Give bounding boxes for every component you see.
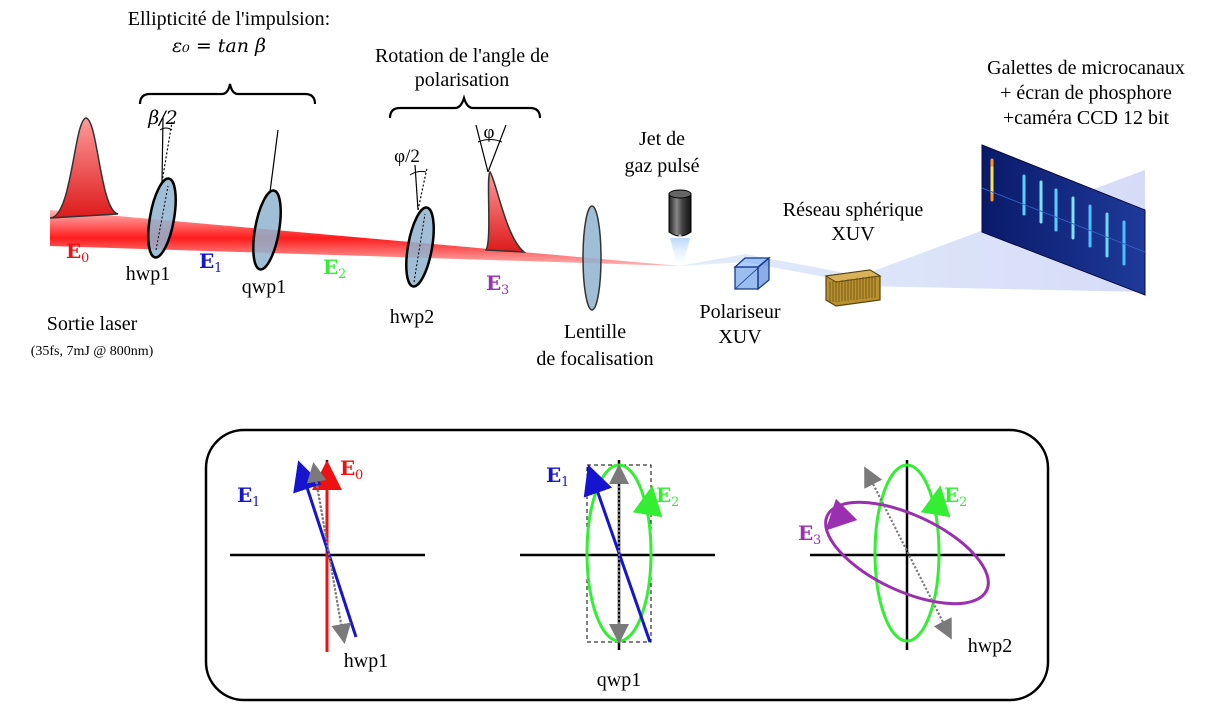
input-pulse bbox=[49, 117, 119, 219]
panel3-hwp2-label: hwp2 bbox=[968, 635, 1012, 657]
panel2-e1-label: E bbox=[546, 463, 561, 487]
xuv-polarizer-cube bbox=[733, 256, 771, 291]
svg-text:E: E bbox=[486, 271, 501, 295]
phi-half-label: φ/2 bbox=[394, 146, 420, 167]
beta-half-label: β/2 bbox=[147, 107, 177, 129]
hwp2-label: hwp2 bbox=[390, 306, 434, 328]
qwp1-label: qwp1 bbox=[242, 276, 286, 298]
panel1-e0-label: E bbox=[340, 456, 355, 480]
field-label-e0: E 0 bbox=[66, 239, 89, 266]
svg-text:E: E bbox=[66, 239, 81, 263]
panel1-hwp1-label: hwp1 bbox=[344, 650, 388, 672]
ellipticity-title: Ellipticité de l'impulsion: bbox=[128, 8, 330, 30]
field-label-e2: E 2 bbox=[323, 255, 346, 282]
laser-specs-label: (35fs, 7mJ @ 800nm) bbox=[31, 344, 154, 359]
polarizer-label-line1: Polariseur bbox=[699, 301, 780, 323]
qwp1-waveplate bbox=[252, 129, 282, 271]
mcp-label-line2: + écran de phosphore bbox=[1000, 82, 1172, 104]
svg-text:1: 1 bbox=[214, 261, 222, 276]
panel3-e3-sub: 3 bbox=[813, 533, 821, 548]
grating-label-line2: XUV bbox=[831, 223, 875, 245]
gas-jet-nozzle bbox=[668, 189, 692, 262]
lens-label-line1: Lentille bbox=[564, 321, 626, 343]
detector-screen bbox=[981, 144, 1146, 296]
ellipticity-brace bbox=[138, 83, 317, 105]
e3-pulse bbox=[484, 170, 527, 253]
polarization-panel bbox=[204, 428, 1050, 702]
rotation-title-line1: Rotation de l'angle de bbox=[375, 45, 549, 67]
svg-text:0: 0 bbox=[81, 251, 89, 266]
hwp2-waveplate bbox=[405, 164, 435, 288]
panel1-e1-label: E bbox=[237, 483, 252, 507]
panel1-e0-sub: 0 bbox=[355, 468, 363, 483]
ellipticity-formula: ε₀ = tan β bbox=[172, 35, 266, 57]
svg-text:3: 3 bbox=[501, 283, 509, 298]
focusing-lens bbox=[582, 205, 602, 311]
panel3-e3-label: E bbox=[798, 521, 813, 545]
gas-jet-label-line1: Jet de bbox=[639, 128, 685, 150]
gas-jet-label-line2: gaz pulsé bbox=[625, 155, 700, 177]
panel2-e2-sub: 2 bbox=[671, 495, 679, 510]
rotation-brace bbox=[388, 94, 542, 119]
panel-hwp2 bbox=[810, 460, 1005, 650]
hwp1-label: hwp1 bbox=[126, 263, 170, 285]
svg-text:2: 2 bbox=[338, 267, 346, 282]
panel2-e2-label: E bbox=[656, 483, 671, 507]
panel-hwp1 bbox=[230, 460, 425, 652]
field-label-e1: E 1 bbox=[199, 249, 222, 276]
field-label-e3: E 3 bbox=[486, 271, 509, 298]
panel1-e1-sub: 1 bbox=[252, 495, 260, 510]
svg-text:E: E bbox=[323, 255, 338, 279]
panel3-e2-label: E bbox=[944, 483, 959, 507]
rotation-title-line2: polarisation bbox=[415, 69, 509, 91]
svg-text:E: E bbox=[199, 249, 214, 273]
spherical-grating bbox=[824, 269, 882, 307]
panel3-e2-sub: 2 bbox=[959, 495, 967, 510]
grating-label-line1: Réseau sphérique bbox=[783, 199, 924, 221]
phi-label: φ bbox=[484, 122, 495, 143]
mcp-label-line3: +caméra CCD 12 bit bbox=[1003, 107, 1170, 129]
xuv-beam bbox=[680, 170, 1145, 292]
beta-angle-arc bbox=[159, 127, 173, 131]
panel-qwp1 bbox=[520, 460, 715, 650]
panel2-qwp1-label: qwp1 bbox=[597, 669, 641, 691]
laser-output-label: Sortie laser bbox=[47, 313, 138, 335]
polarizer-label-line2: XUV bbox=[718, 326, 762, 348]
panel2-e1-sub: 1 bbox=[561, 475, 569, 490]
lens-label-line2: de focalisation bbox=[536, 348, 653, 370]
phi-angle bbox=[475, 124, 507, 173]
mcp-label-line1: Galettes de microcanaux bbox=[987, 57, 1185, 79]
